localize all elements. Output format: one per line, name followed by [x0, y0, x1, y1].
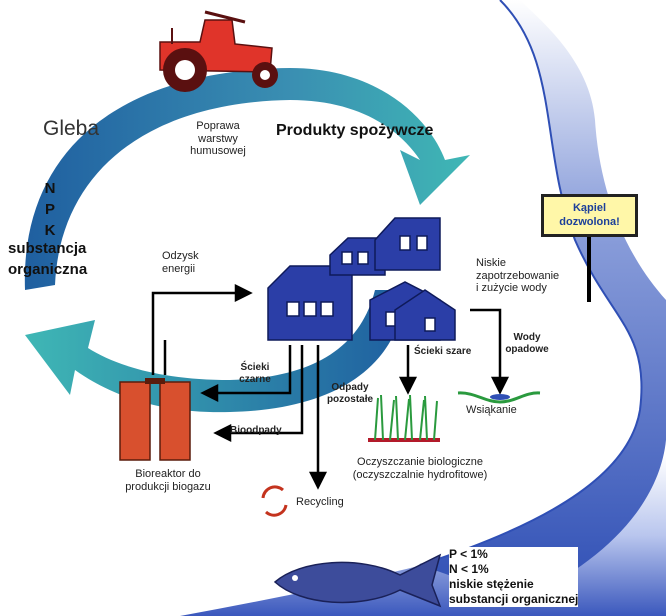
energy-arrow — [151, 283, 253, 375]
river — [420, 0, 666, 600]
fish-icon — [273, 553, 442, 608]
blackwater-label: Ścieki czarne — [239, 362, 271, 385]
energy-recovery-label: Odzysk energii — [162, 250, 199, 275]
food-products-label: Produkty spożywcze — [276, 122, 434, 139]
recycling-label: Recycling — [296, 496, 344, 508]
recycling-icon — [261, 485, 288, 517]
infiltration-icon — [457, 391, 541, 404]
bioreactor-label: Bioreaktor do produkcji biogazu — [125, 468, 211, 493]
biowaste-label: Bioodpady — [230, 425, 282, 436]
greywater-arrows — [398, 308, 510, 395]
soil-label: Gleba — [43, 117, 100, 140]
tractor-icon — [159, 10, 278, 92]
blackwater-pipe — [200, 345, 328, 490]
biological-treatment-label: Oczyszczanie biologiczne (oczyszczalnie … — [352, 456, 488, 481]
bathing-allowed-sign: Kąpiel dozwolona! — [541, 194, 638, 237]
rainwater-label: Wody opadowe — [505, 332, 549, 355]
river-bank — [419, 0, 643, 566]
cycle-arrow-top — [24, 68, 470, 290]
humus-label: Poprawa warstwy humusowej — [190, 120, 246, 158]
low-water-demand-label: Niskie zapotrzebowanie i zużycie wody — [476, 257, 560, 295]
greywater-label: Ścieki szare — [414, 346, 472, 357]
bioreactor-icon — [119, 378, 191, 461]
water-quality-label: P < 1% N < 1% niskie stężenie substancji… — [449, 547, 579, 607]
infiltration-label: Wsiąkanie — [466, 404, 517, 416]
npk-label: N P K — [44, 180, 56, 239]
residual-waste-label: Odpady pozostałe — [326, 382, 374, 405]
reed-bed-icon — [368, 394, 440, 442]
organic-substance-label: substancja organiczna — [8, 240, 88, 278]
houses-icon — [267, 217, 456, 341]
